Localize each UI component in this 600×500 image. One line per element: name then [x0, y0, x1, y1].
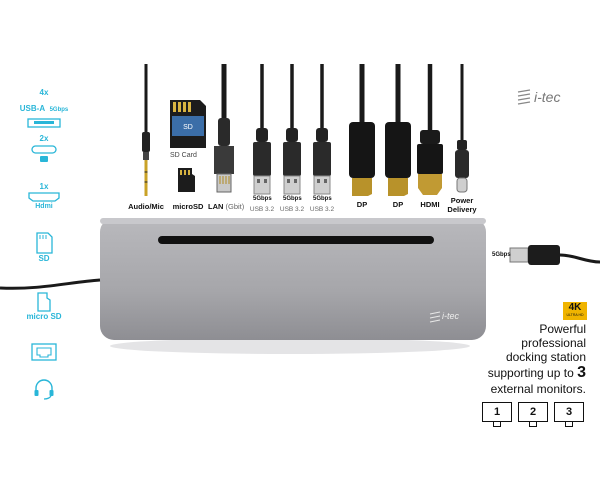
feature-label: USB-A: [19, 104, 46, 113]
feature-audio: [14, 378, 74, 400]
svg-text:SD: SD: [183, 124, 193, 131]
feature-usb-c: 2x: [14, 134, 74, 164]
port-label-dp-2: DP: [392, 200, 404, 209]
device-logo-text: i-tec: [442, 311, 460, 321]
usb-a-connector-3: [313, 64, 331, 195]
feature-sd: SD: [14, 232, 74, 264]
4k-badge: 4K ULTRA HD: [563, 302, 587, 320]
4k-badge-small: ULTRA HD: [566, 313, 584, 317]
usb-a-connector-1: [253, 64, 271, 195]
tagline-line4-prefix: supporting up to: [487, 366, 574, 380]
feature-usb-a: 4x USB-A 5Gbps: [14, 88, 74, 128]
tagline-line3: docking station: [505, 350, 586, 364]
sd-card-label: SD Card: [170, 152, 197, 159]
port-label-microsd: microSD: [172, 202, 204, 211]
port-label-usb-2: USB 3.2: [279, 206, 305, 213]
speed-badge: 5Gbps: [49, 107, 69, 113]
port-label-audio: Audio/Mic: [128, 202, 164, 211]
monitor-stand-1: [493, 422, 501, 427]
speed-badge-usb-2: 5Gbps: [283, 196, 302, 202]
4k-badge-big: 4K: [568, 302, 582, 313]
lan-label: LAN: [208, 202, 224, 211]
usb-c-small-icon: [40, 156, 48, 162]
feature-label: micro SD: [26, 312, 62, 321]
usb-c-connector: [455, 64, 469, 193]
tagline-line2: professional: [521, 336, 586, 350]
speed-badge-usb-1: 5Gbps: [253, 196, 272, 202]
brand-logo-text: i-tec: [534, 89, 561, 105]
ethernet-port-icon: [31, 343, 57, 361]
port-label-lan: LAN (Gbit): [208, 202, 244, 211]
monitor-stand-3: [565, 422, 573, 427]
feature-count: 1x: [39, 182, 49, 191]
sd-card-image: SD: [170, 100, 206, 148]
hdmi-connector: [417, 64, 443, 195]
micro-sd-image: [178, 168, 195, 192]
power-label-line2: Delivery: [447, 205, 477, 214]
usb-a-connector-2: [283, 64, 301, 195]
audio-jack-connector: [142, 64, 150, 196]
hdmi-port-icon: [28, 192, 60, 202]
tagline-monitor-count: 3: [577, 364, 586, 381]
usb-c-port-icon: [31, 145, 57, 154]
dp-connector-2: [385, 64, 411, 196]
feature-hdmi: 1x Hdmi: [14, 182, 74, 212]
headset-icon: [34, 379, 54, 400]
tagline-line5: external monitors.: [490, 382, 586, 396]
feature-ethernet: [14, 342, 74, 362]
monitor-icon-1: 1: [482, 402, 512, 422]
port-label-hdmi: HDMI: [420, 200, 440, 209]
brand-logo-mark-icon: [517, 89, 531, 105]
tagline-line4: supporting up to 3: [487, 364, 586, 381]
port-label-dp-1: DP: [356, 200, 368, 209]
power-label-line1: Power: [450, 196, 474, 205]
feature-count: 4x: [39, 88, 49, 97]
feature-count: 2x: [39, 134, 49, 143]
monitor-stand-2: [529, 422, 537, 427]
lan-sub-label: (Gbit): [225, 202, 245, 211]
port-label-usb-3: USB 3.2: [309, 206, 335, 213]
micro-sd-icon: [37, 292, 51, 312]
feature-label: SD: [38, 254, 50, 263]
feature-micro-sd: micro SD: [14, 292, 74, 322]
docking-station-device: [100, 218, 486, 354]
brand-logo: i-tec: [516, 88, 580, 106]
monitor-icon-3: 3: [554, 402, 584, 422]
side-cable-speed-badge: 5Gbps: [492, 252, 511, 258]
monitor-icon-2: 2: [518, 402, 548, 422]
tagline-line1: Powerful: [539, 322, 586, 336]
port-label-power-delivery: Power Delivery: [444, 196, 480, 214]
feature-label: Hdmi: [35, 203, 53, 210]
side-usb-connector: [509, 245, 600, 265]
port-label-usb-1: USB 3.2: [249, 206, 275, 213]
usb-a-port-icon: [27, 118, 61, 128]
left-cable: [0, 278, 101, 290]
lan-connector: [214, 64, 234, 193]
speed-badge-usb-3: 5Gbps: [313, 196, 332, 202]
sd-card-icon: [36, 232, 53, 254]
dp-connector-1: [349, 64, 375, 196]
